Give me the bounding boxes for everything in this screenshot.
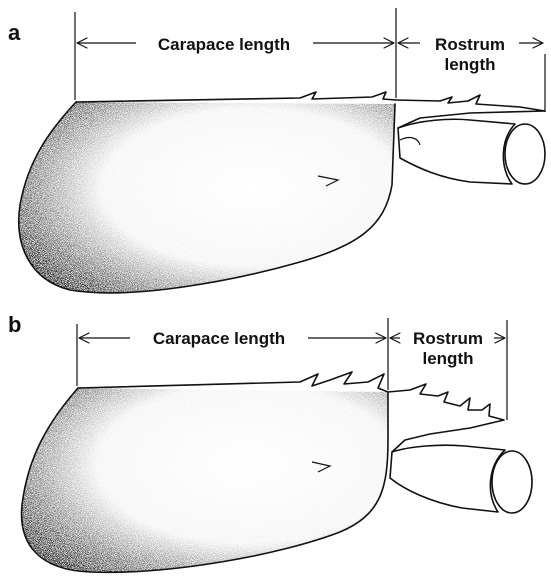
eye-stalk-a (398, 119, 545, 184)
rostrum-length-label-line1-b: Rostrum (413, 329, 483, 348)
panel-a: a Carapace length Rostrum length (8, 8, 545, 300)
carapace-a (10, 92, 400, 300)
rostrum-length-label-line2: length (445, 55, 496, 74)
panel-b-label: b (8, 312, 21, 337)
carapace-b (12, 372, 392, 579)
panel-b: b Carapace length Rostrum length (8, 312, 532, 579)
eye-stalk-b (390, 445, 532, 513)
carapace-length-label: Carapace length (158, 35, 290, 54)
carapace-length-label-b: Carapace length (153, 329, 285, 348)
panel-a-label: a (8, 20, 21, 45)
rostrum-length-label-line1: Rostrum (435, 35, 505, 54)
rostrum-b (388, 384, 504, 452)
rostrum-length-label-line2-b: length (423, 349, 474, 368)
